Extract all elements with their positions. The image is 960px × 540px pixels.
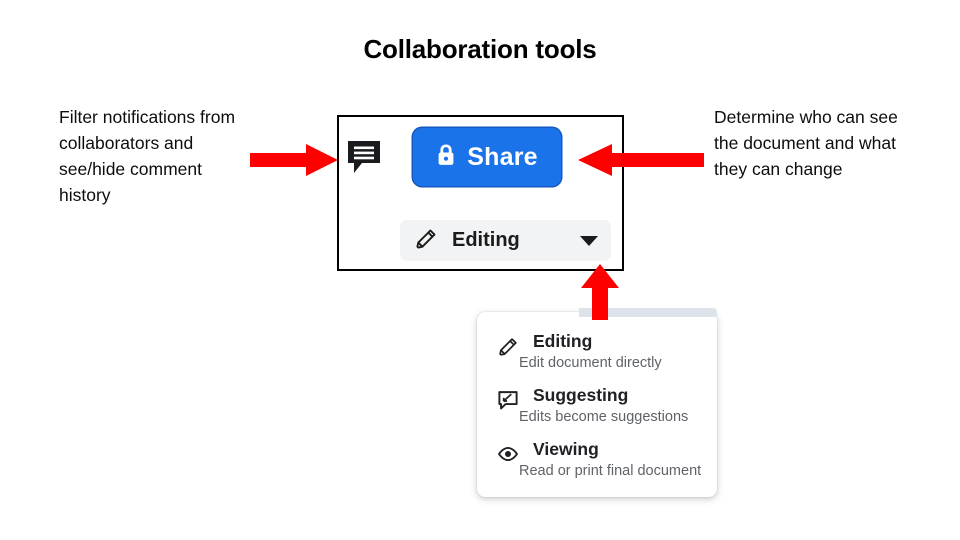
- menu-item-title: Viewing: [533, 439, 599, 459]
- menu-item-suggesting[interactable]: Suggesting Edits become suggestions: [477, 385, 717, 439]
- menu-item-viewing[interactable]: Viewing Read or print final document: [477, 439, 717, 493]
- share-button-label: Share: [467, 142, 538, 171]
- mode-pill-editing[interactable]: Editing: [400, 220, 611, 261]
- menu-top-strip: [579, 308, 717, 317]
- mode-dropdown-menu[interactable]: Editing Edit document directly Suggestin…: [477, 308, 717, 497]
- annotation-arrow-right-pointing: [250, 142, 340, 183]
- annotation-arrow-left-pointing: [576, 142, 704, 183]
- page-title: Collaboration tools: [363, 34, 597, 64]
- caption-left: Filter notifications from collaborators …: [59, 107, 236, 205]
- menu-item-description: Edits become suggestions: [519, 409, 689, 425]
- menu-item-editing[interactable]: Editing Edit document directly: [477, 331, 717, 385]
- chevron-down-icon[interactable]: [580, 236, 598, 246]
- suggesting-icon: [497, 389, 519, 411]
- mode-pill-label: Editing: [452, 229, 520, 251]
- caption-right: Determine who can see the document and w…: [714, 107, 898, 179]
- share-button[interactable]: Share: [413, 128, 561, 186]
- eye-icon: [497, 443, 519, 465]
- menu-item-description: Read or print final document: [519, 463, 702, 479]
- lock-icon: [436, 143, 456, 172]
- comment-icon[interactable]: [346, 139, 384, 175]
- menu-item-title: Editing: [533, 331, 593, 351]
- pencil-icon: [497, 335, 519, 357]
- annotation-arrow-up-pointing: [578, 262, 622, 325]
- pencil-icon: [414, 226, 438, 255]
- menu-item-title: Suggesting: [533, 385, 629, 405]
- menu-item-description: Edit document directly: [519, 355, 662, 371]
